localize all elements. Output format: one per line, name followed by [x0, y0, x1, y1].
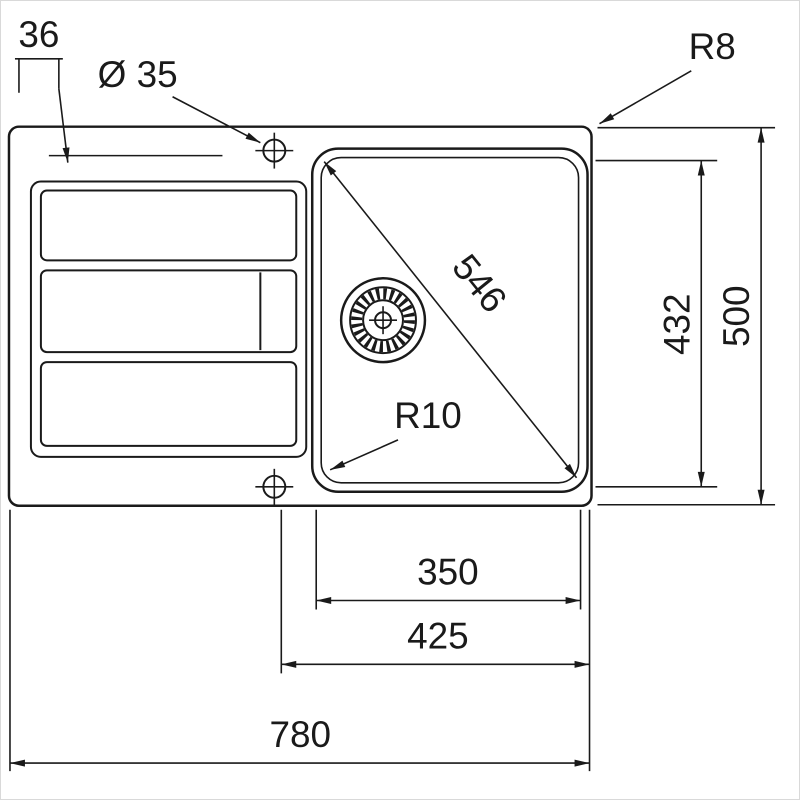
dim-bowl-height: 432 [595, 159, 718, 488]
dim-overall-width: 780 [9, 509, 590, 772]
dim-bowl-diagonal-line [323, 161, 578, 479]
drainboard-groove-bottom [39, 361, 298, 447]
dim-bowl-corner-radius: R10 [329, 395, 462, 471]
dim-overall-depth-label: 500 [716, 285, 757, 347]
dim-bowl-corner-radius-leader-arrow [329, 439, 399, 471]
dim-overall-width-label: 780 [269, 714, 331, 755]
dim-hole-diameter: Ø 35 [98, 54, 261, 144]
bowl [310, 147, 589, 494]
drainboard-groove-middle [39, 269, 298, 354]
sink-body [7, 125, 593, 507]
drain-strainer [339, 277, 427, 364]
dim-rim-offset: 36 [14, 14, 70, 163]
bowl-outer-edge [310, 147, 589, 494]
dim-bowl-diagonal-label: 546 [444, 247, 515, 321]
dim-outer-corner-radius-label: R8 [689, 26, 736, 67]
dim-bowl-width-outer: 425 [280, 509, 591, 772]
dim-overall-depth: 500 [597, 126, 776, 506]
dim-hole-diameter-leader-arrow [172, 96, 261, 144]
dim-bowl-width: 350 [315, 509, 582, 610]
dim-outer-corner-radius-leader-arrow [599, 70, 692, 125]
tap-hole-bottom [255, 468, 294, 505]
dim-rim-offset-leader-arrow [58, 88, 70, 163]
dim-bowl-width-outer-label: 425 [407, 615, 469, 656]
tap-hole-top [255, 132, 294, 169]
dim-bowl-height-label: 432 [656, 293, 697, 355]
drainboard-outline [29, 180, 308, 458]
dim-bowl-corner-radius-label: R10 [394, 395, 462, 436]
sink-outer-edge [7, 125, 593, 507]
dim-bowl-width-label: 350 [417, 552, 479, 593]
drainboard-groove-top [39, 189, 298, 262]
dim-rim-offset-label: 36 [18, 14, 59, 55]
drainboard [29, 180, 308, 458]
dim-outer-corner-radius: R8 [599, 26, 736, 125]
dim-hole-diameter-label: Ø 35 [98, 54, 178, 95]
bowl-inner-edge [320, 156, 580, 484]
